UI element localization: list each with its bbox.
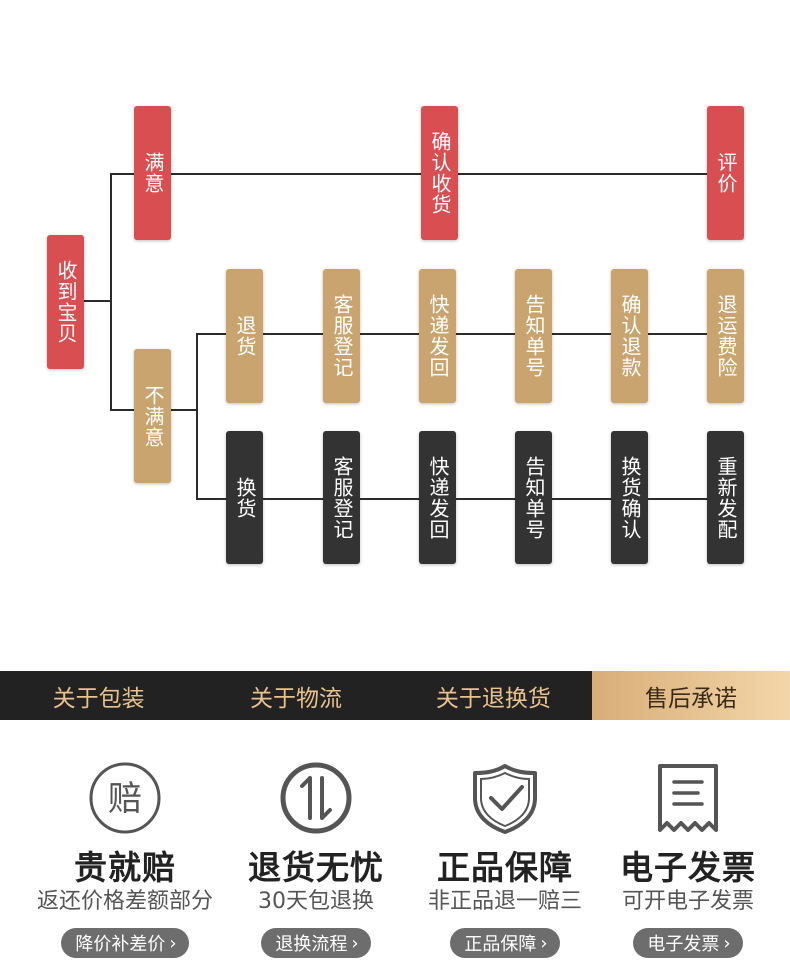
- connector-unsatisfied-out: [170, 409, 198, 411]
- exchange-step: 快递发回: [419, 431, 456, 564]
- connector-unsatisfied-in: [110, 409, 135, 411]
- return-step: 确认退款: [611, 269, 648, 403]
- button-label: 电子发票: [647, 934, 720, 955]
- exchange-step: 重新发配: [707, 431, 744, 564]
- guarantee-subtitle: 30天包退换: [258, 889, 374, 914]
- return-step: 退运费险: [707, 269, 744, 403]
- tab-logistics[interactable]: 关于物流: [249, 685, 342, 712]
- step-satisfied: 满意: [134, 106, 171, 240]
- connector-left-vertical: [110, 173, 112, 411]
- connector-return-row: [196, 333, 726, 335]
- connector-return-vertical: [196, 333, 198, 500]
- exchange-step: 客服登记: [323, 431, 360, 564]
- return-step: 退货: [226, 269, 263, 403]
- connector-top-row: [110, 173, 726, 175]
- tab-after-sales[interactable]: 售后承诺: [591, 671, 790, 720]
- connector-exchange-row: [196, 498, 726, 500]
- guarantee-subtitle: 可开电子发票: [621, 889, 754, 914]
- chevron-right-icon: ›: [169, 932, 177, 954]
- price-difference-button[interactable]: 降价补差价 ›: [61, 928, 189, 958]
- guarantee-title: 电子发票: [620, 848, 756, 887]
- exchange-step: 告知单号: [515, 431, 552, 564]
- step-start: 收到宝贝: [47, 235, 84, 369]
- authentic-guarantee-button[interactable]: 正品保障 ›: [450, 928, 560, 958]
- compensation-icon: 赔: [89, 762, 161, 834]
- step-confirm-receipt: 确认收货: [421, 106, 458, 240]
- shield-check-icon: [473, 764, 537, 834]
- return-process-button[interactable]: 退换流程 ›: [261, 928, 371, 958]
- button-label: 降价补差价: [75, 934, 166, 955]
- guarantee-e-invoice: 电子发票 可开电子发票 电子发票 ›: [588, 760, 788, 958]
- return-step: 告知单号: [515, 269, 552, 403]
- step-unsatisfied: 不满意: [134, 349, 171, 483]
- return-step: 快递发回: [419, 269, 456, 403]
- e-invoice-button[interactable]: 电子发票 ›: [633, 928, 743, 958]
- exchange-step: 换货: [226, 431, 263, 564]
- guarantee-title: 正品保障: [437, 848, 573, 887]
- receipt-icon: [658, 764, 718, 832]
- after-sales-flowchart: 收到宝贝 满意 确认收货 评价 不满意 退货 客服登记 快递发回 告知单号 确认…: [47, 106, 744, 564]
- tab-returns[interactable]: 关于退换货: [435, 685, 551, 712]
- guarantee-subtitle: 返还价格差额部分: [36, 889, 213, 914]
- guarantee-worry-free-return: 退货无忧 30天包退换 退换流程 ›: [216, 760, 416, 958]
- guarantee-title: 退货无忧: [248, 848, 384, 887]
- button-label: 正品保障: [464, 934, 537, 955]
- guarantee-authentic: 正品保障 非正品退一赔三 正品保障 ›: [405, 760, 605, 958]
- step-review: 评价: [707, 106, 744, 240]
- guarantee-subtitle: 非正品退一赔三: [427, 889, 582, 914]
- return-step: 客服登记: [323, 269, 360, 403]
- svg-text:赔: 赔: [108, 779, 142, 819]
- info-tab-bar: 关于包装 关于物流 关于退换货 售后承诺: [0, 671, 790, 720]
- return-arrows-icon: [280, 762, 352, 834]
- connector-start-branch: [84, 300, 111, 302]
- guarantee-section: 赔 贵就赔 返还价格差额部分 降价补差价 › 退货无忧 30天包退换 退换流程 …: [0, 760, 790, 974]
- guarantee-price-protection: 赔 贵就赔 返还价格差额部分 降价补差价 ›: [25, 760, 225, 958]
- button-label: 退换流程: [275, 934, 348, 955]
- tab-packaging[interactable]: 关于包装: [52, 685, 145, 712]
- chevron-right-icon: ›: [351, 932, 359, 954]
- chevron-right-icon: ›: [723, 932, 731, 954]
- chevron-right-icon: ›: [540, 932, 548, 954]
- exchange-step: 换货确认: [611, 431, 648, 564]
- guarantee-title: 贵就赔: [74, 848, 176, 887]
